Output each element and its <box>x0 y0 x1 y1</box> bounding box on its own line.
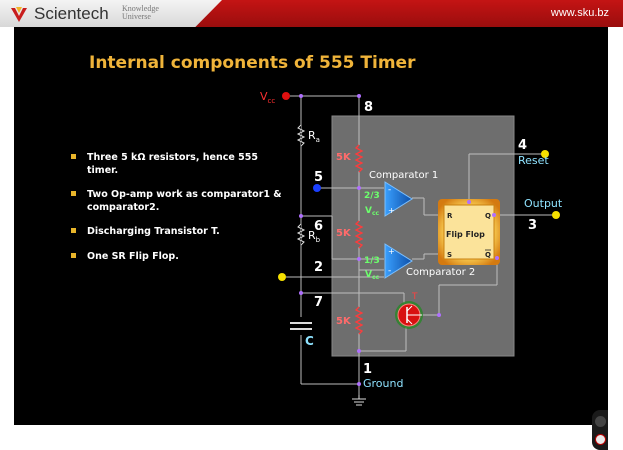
brand-name: Scientech <box>34 4 109 23</box>
comparator-1 <box>384 181 413 217</box>
junction-node <box>299 291 303 295</box>
top-header-bar: Scientech Knowledge Universe www.sku.bz <box>0 0 623 27</box>
comp2-plus: + <box>388 247 395 256</box>
ra-label-sub: a <box>316 136 320 144</box>
ff-qbar: Q <box>485 251 491 259</box>
comp2-minus: - <box>388 266 391 276</box>
comp1-plus: + <box>388 206 395 215</box>
reset-label: Reset <box>518 154 549 167</box>
junction-node <box>299 214 303 218</box>
ground-symbol <box>352 395 366 406</box>
junction-node <box>357 382 361 386</box>
junction-node <box>467 200 471 204</box>
vcc-small-2-main: V <box>365 270 372 280</box>
bullet-list: Three 5 kΩ resistors, hence 555 timer. T… <box>71 151 286 274</box>
junction-node <box>437 313 441 317</box>
vcc-label-main: V <box>260 90 268 103</box>
junction-node <box>357 257 361 261</box>
output-node <box>552 211 560 219</box>
nav-next-icon[interactable] <box>595 434 606 445</box>
slide-nav-control[interactable] <box>592 410 608 450</box>
comparator2-label: Comparator 2 <box>406 267 475 278</box>
rb-label-sub: b <box>316 236 321 244</box>
slide-title: Internal components of 555 Timer <box>89 53 416 73</box>
bullet-item: Two Op-amp work as comparator1 & compara… <box>71 188 286 214</box>
junction-node <box>357 186 361 190</box>
timer-circuit-diagram: 5K 5K 5K - + - + Comparator 1 Comparator… <box>260 90 563 406</box>
brand-tagline: Knowledge Universe <box>122 5 159 21</box>
vcc-label-sub: cc <box>268 97 276 105</box>
comparator1-label: Comparator 1 <box>369 170 438 181</box>
junction-node <box>357 94 361 98</box>
nav-prev-icon[interactable] <box>595 416 606 427</box>
pin-7-label: 7 <box>314 295 323 310</box>
vcc-small-1-main: V <box>365 206 372 216</box>
tagline-line2: Universe <box>122 12 151 21</box>
rb-label: Rb <box>308 229 321 244</box>
scientech-logo-icon <box>11 7 27 22</box>
internal-resistor-3 <box>354 306 364 335</box>
pin5-node <box>313 184 321 192</box>
bullet-item: Three 5 kΩ resistors, hence 555 timer. <box>71 151 286 177</box>
ra-label: Ra <box>308 129 320 144</box>
pin-2-label: 2 <box>314 260 323 275</box>
vcc-small-1-sub: cc <box>372 210 380 217</box>
junction-node <box>299 94 303 98</box>
reset-node <box>541 150 549 158</box>
fraction-2-3: 2/3 <box>364 191 380 201</box>
slide-stage: Internal components of 555 Timer Three 5… <box>14 27 608 450</box>
rb-label-main: R <box>308 229 316 242</box>
transistor-label: T <box>411 292 418 302</box>
capacitor-label: C <box>305 334 314 348</box>
flip-flop-label: Flip Flop <box>446 230 485 239</box>
resistor-rb <box>296 223 306 246</box>
ff-q: Q <box>485 212 491 220</box>
pin-8-label: 8 <box>364 100 373 115</box>
bullet-item: Discharging Transistor T. <box>71 225 286 238</box>
fraction-1-3: 1/3 <box>364 256 380 266</box>
pin-5-label: 5 <box>314 170 323 185</box>
resistor-label-2: 5K <box>336 228 352 239</box>
vcc-node <box>282 92 290 100</box>
junction-node <box>357 349 361 353</box>
ground-label: Ground <box>363 377 403 390</box>
vcc-label: Vcc <box>260 90 275 105</box>
vcc-small-2: Vcc <box>365 270 380 281</box>
pin-6-label: 6 <box>314 219 323 234</box>
internal-resistor-2 <box>354 220 364 249</box>
resistor-label-3: 5K <box>336 316 352 327</box>
internal-resistor-1 <box>354 144 364 173</box>
vcc-small-1: Vcc <box>365 206 380 217</box>
resistor-ra <box>296 124 306 147</box>
logo-area: Scientech Knowledge Universe <box>0 0 222 27</box>
tagline-line1: Knowledge <box>122 4 159 13</box>
pin-1-label: 1 <box>363 362 372 377</box>
ff-s: S <box>447 251 452 259</box>
junction-node <box>495 256 499 260</box>
ff-r: R <box>447 212 453 220</box>
comp1-minus: - <box>388 185 391 195</box>
output-label: Output <box>524 197 563 210</box>
bullet-item: One SR Flip Flop. <box>71 250 286 263</box>
capacitor-c <box>290 317 312 335</box>
pin-4-label: 4 <box>518 138 527 153</box>
pin-3-label: 3 <box>528 218 537 233</box>
junction-node <box>492 213 496 217</box>
ra-label-main: R <box>308 129 316 142</box>
comparator-2 <box>384 243 413 279</box>
resistor-label-1: 5K <box>336 152 352 163</box>
pin2-node <box>278 273 286 281</box>
vcc-small-2-sub: cc <box>372 274 380 281</box>
site-url[interactable]: www.sku.bz <box>550 7 609 19</box>
